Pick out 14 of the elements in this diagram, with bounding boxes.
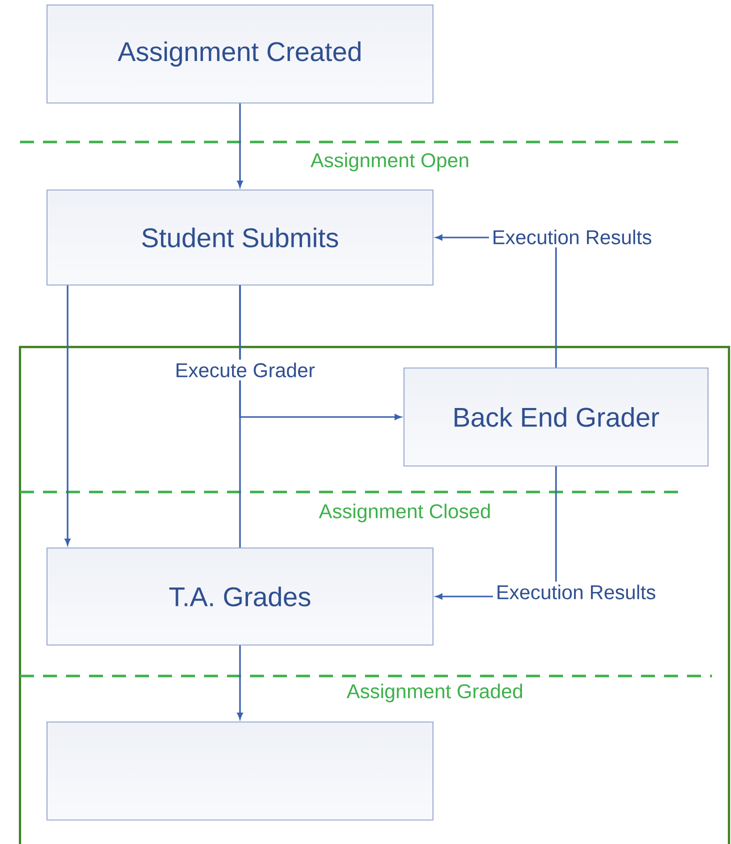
phase-label: Assignment Open: [310, 152, 470, 172]
arrow: [237, 645, 243, 720]
edge-label: Execution Results: [492, 582, 660, 602]
arrow: [64, 285, 70, 546]
phase-label: Assignment Closed: [318, 502, 492, 524]
process-box: Back End Grader: [404, 368, 708, 466]
empty-box: [46, 722, 434, 820]
arrow: [237, 103, 243, 188]
process-box: Student Submits: [46, 190, 434, 286]
edge-label: Execute Grader: [172, 360, 318, 380]
edge-label: Execution Results: [488, 226, 656, 248]
process-box: T.A. Grades: [46, 548, 434, 646]
process-box: Assignment Created: [46, 4, 434, 104]
phase-label: Assignment Graded: [346, 682, 524, 704]
